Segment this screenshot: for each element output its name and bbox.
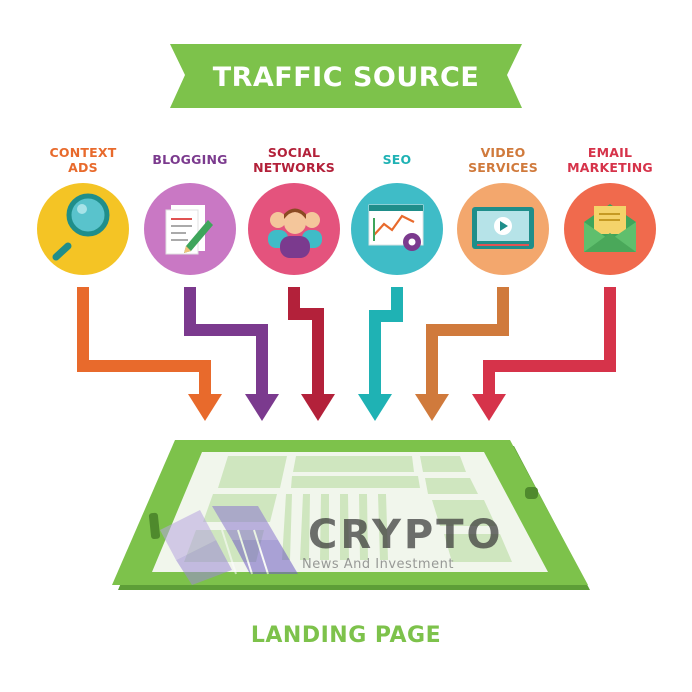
document-pencil-icon	[144, 183, 236, 275]
source-label-blogging: BLOGGING	[152, 152, 228, 167]
people-icon	[248, 183, 340, 275]
arrow-social-networks	[288, 287, 335, 421]
envelope-icon	[564, 183, 656, 275]
source-label-video-services: VIDEO SERVICES	[468, 145, 538, 175]
source-circles	[37, 183, 656, 275]
landing-page-tablet	[112, 440, 590, 590]
seo-chart-gear-icon	[351, 183, 443, 275]
arrow-video-services	[415, 287, 509, 421]
source-label-context-ads: CONTEXT ADS	[49, 145, 117, 175]
arrow-context-ads	[77, 287, 222, 421]
banner-title: TRAFFIC SOURCE	[212, 62, 480, 93]
arrow-seo	[358, 287, 403, 421]
landing-page-label: LANDING PAGE	[250, 623, 442, 648]
video-player-icon	[457, 183, 549, 275]
watermark-title: CRYPTO	[308, 512, 504, 558]
watermark-subtitle: News And Investment	[302, 557, 454, 572]
banner	[170, 44, 522, 108]
arrow-blogging	[184, 287, 279, 421]
arrow-email-marketing	[472, 287, 616, 421]
watermark-logo	[160, 506, 298, 585]
arrows	[77, 287, 616, 421]
source-label-email-marketing: EMAIL MARKETING	[567, 145, 653, 175]
source-label-social-networks: SOCIAL NETWORKS	[253, 145, 335, 175]
source-label-seo: SEO	[382, 152, 412, 167]
magnifier-icon	[37, 183, 129, 275]
